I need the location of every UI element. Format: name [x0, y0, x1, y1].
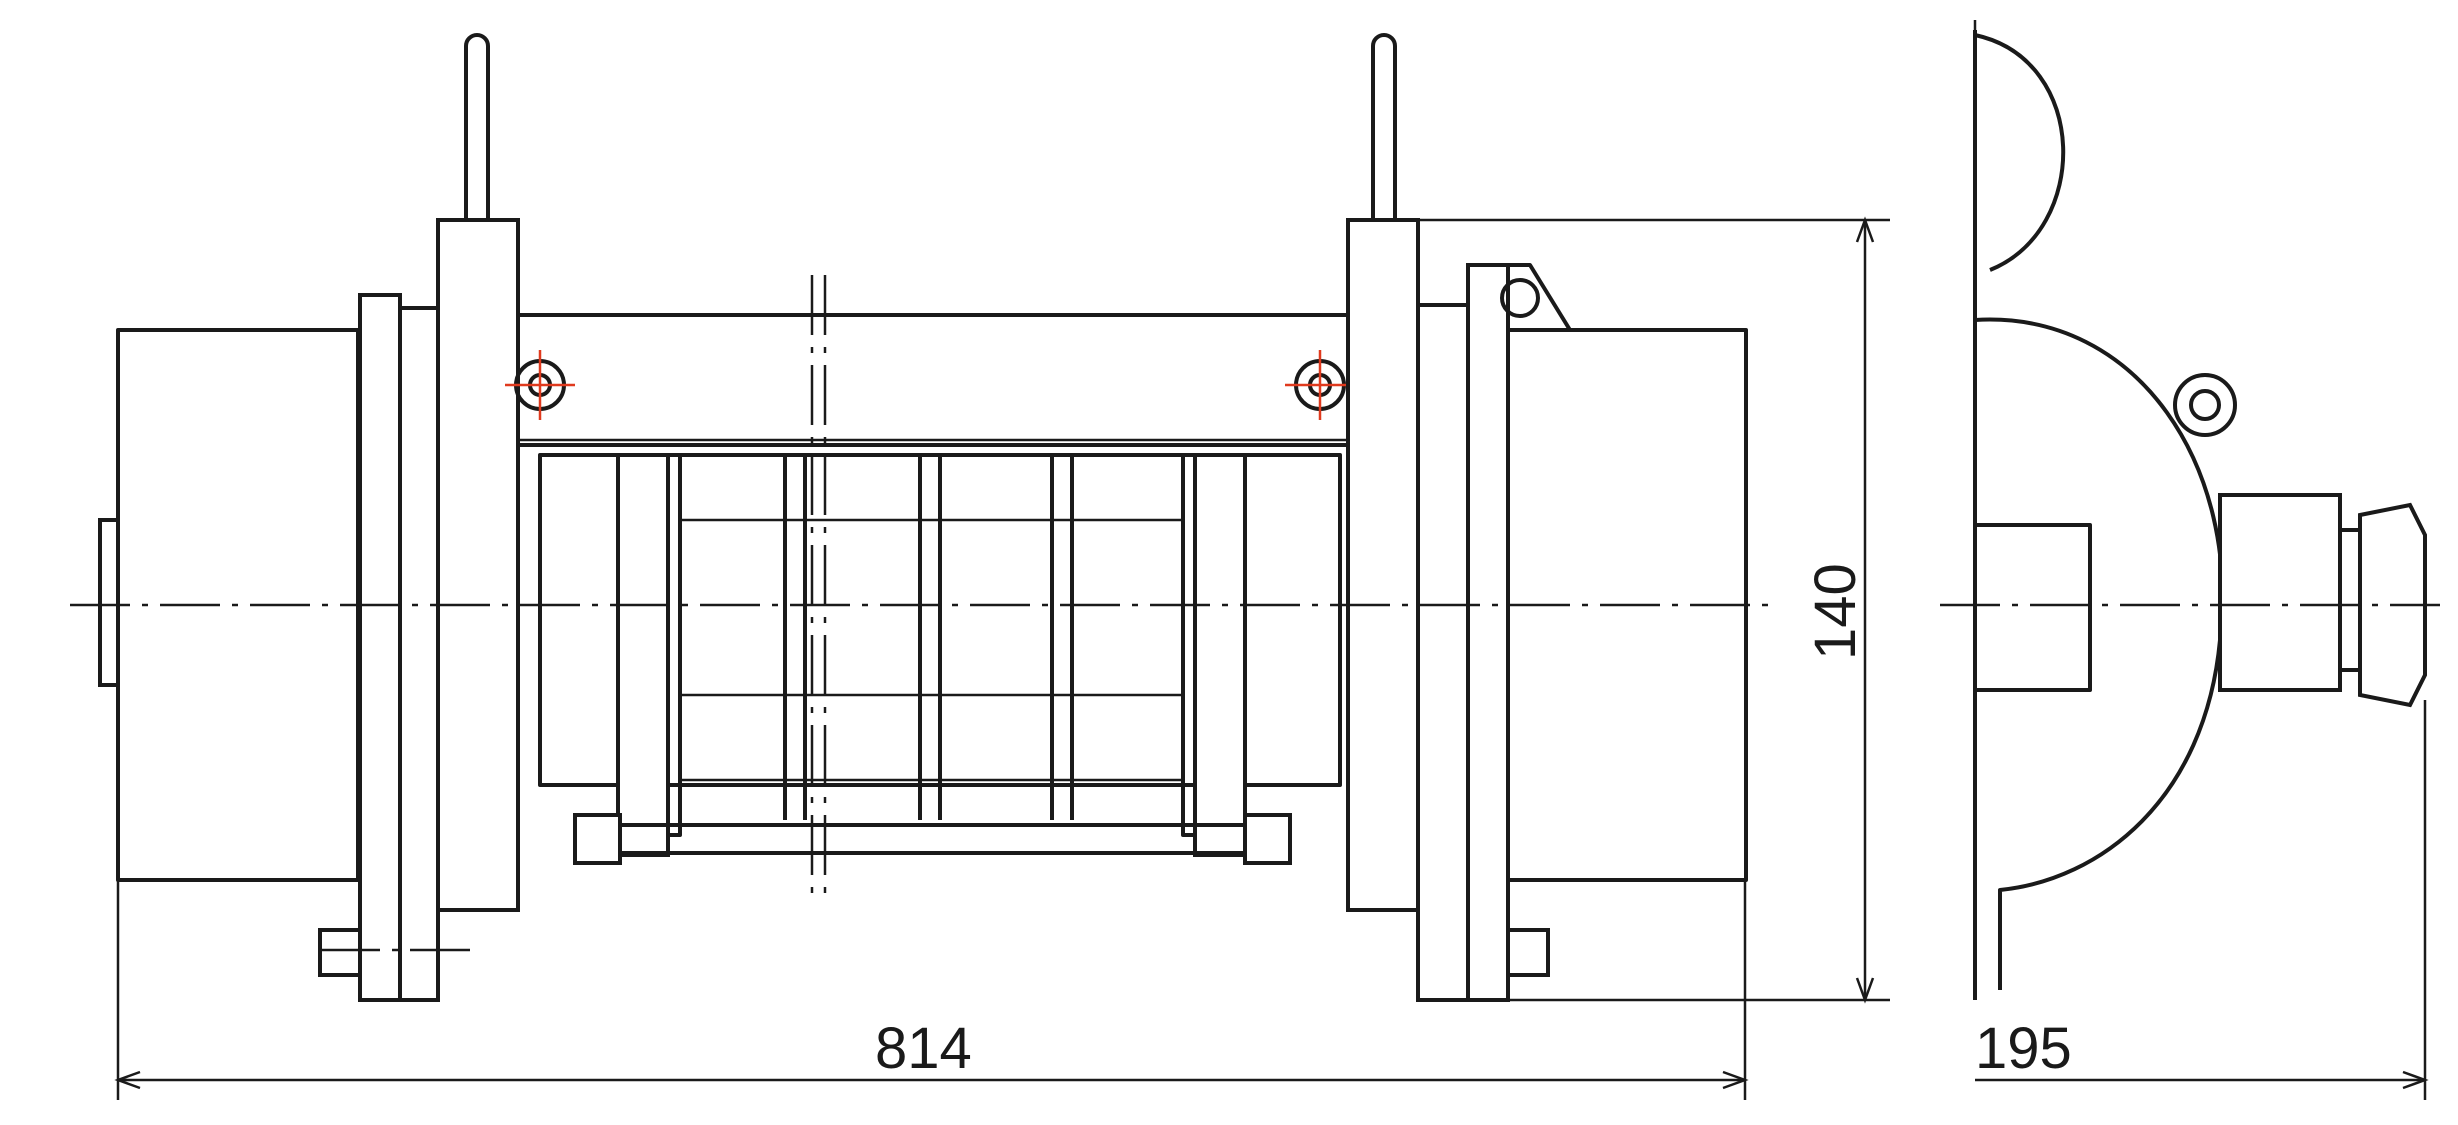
guide-nut-right [1243, 813, 1292, 865]
left-foot-bolt [318, 928, 362, 977]
motor-end-cap [98, 518, 120, 687]
dimension-140: 140 [1418, 216, 1890, 1004]
dimension-814: 814 [114, 880, 1749, 1100]
side-lifting-loop [1974, 33, 2066, 272]
bottom-guide-rod [618, 823, 1247, 855]
front-view [70, 33, 1780, 1002]
drum-flange-left [616, 453, 670, 857]
drum-bars [680, 455, 1183, 820]
side-shaft [1973, 523, 2092, 692]
gearbox-flange [1466, 263, 1510, 1002]
side-housing-outline [1974, 317, 2225, 990]
left-support-bracket [436, 218, 520, 912]
right-support-bracket [1346, 218, 1420, 912]
gearbox-top-bolt [1500, 278, 1540, 318]
side-width-label: 195 [1975, 1016, 2072, 1081]
height-label: 140 [1803, 563, 1868, 660]
motor-flange [358, 293, 402, 1002]
top-tie-bar [516, 313, 1350, 447]
left-plate [398, 306, 440, 1002]
side-view [1940, 20, 2440, 1000]
guide-nut-left [573, 813, 622, 865]
gearbox-plate [1416, 303, 1470, 1002]
overall-length-label: 814 [875, 1016, 972, 1081]
drum-flange-right [1193, 453, 1247, 857]
side-upper-boss [2173, 373, 2237, 437]
side-output-hub [2218, 493, 2342, 692]
right-foot-bolt [1506, 928, 1550, 977]
dimension-195: 195 [1975, 700, 2429, 1100]
